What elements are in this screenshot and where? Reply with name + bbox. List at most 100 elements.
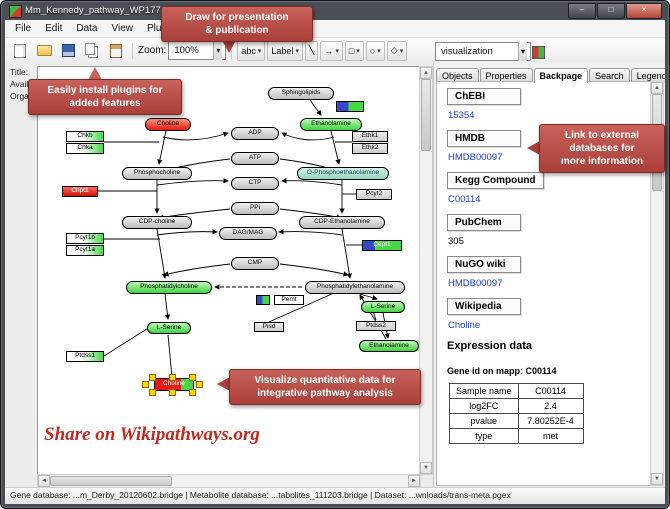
label-tool-button[interactable]: Label▾ xyxy=(267,40,303,61)
tab-search[interactable]: Search xyxy=(589,68,630,83)
menu-edit[interactable]: Edit xyxy=(45,23,63,34)
gene-node[interactable]: Pisd xyxy=(254,322,284,332)
gene-node[interactable]: Ethk2 xyxy=(352,143,388,154)
metabolite-node[interactable]: DAG/MAG xyxy=(219,227,277,240)
gene-node[interactable]: Ptdss1 xyxy=(66,351,104,362)
db-id-link[interactable]: C00114 xyxy=(448,194,481,205)
new-file-button[interactable] xyxy=(9,40,31,61)
title-bar[interactable]: Mm_Kennedy_pathway_WP1771_45176.gp... – … xyxy=(1,1,669,20)
tab-properties[interactable]: Properties xyxy=(479,68,533,83)
metabolite-node[interactable]: ADP xyxy=(231,127,279,140)
gene-node[interactable]: Cept1 xyxy=(362,240,402,251)
selection-handle[interactable] xyxy=(149,374,156,381)
selection-handle[interactable] xyxy=(196,381,203,388)
metabolite-node[interactable]: Choline xyxy=(145,118,191,131)
scroll-down-icon[interactable]: ▼ xyxy=(651,473,663,485)
metabolite-node[interactable]: CDP-choline xyxy=(122,216,192,229)
gene-node[interactable]: Ptdss2 xyxy=(356,321,396,331)
line-tool-button[interactable]: ╲ xyxy=(304,40,319,61)
tab-backpage[interactable]: Backpage xyxy=(533,68,589,83)
scroll-right-icon[interactable]: ► xyxy=(408,475,420,487)
gene-node[interactable]: Pcyt1a xyxy=(66,245,104,256)
open-folder-button[interactable] xyxy=(33,40,55,61)
callout-external-databases: Link to external databases for more info… xyxy=(539,124,665,173)
metabolite-node[interactable]: Ethanolamine xyxy=(359,340,419,352)
metabolite-node[interactable]: CMP xyxy=(231,257,279,270)
metabolite-node[interactable]: CDP-Ethanolamine xyxy=(299,216,385,229)
data-color-chip[interactable] xyxy=(256,295,270,305)
shape-tool-button[interactable]: ◇▾ xyxy=(386,40,408,61)
data-color-chip[interactable] xyxy=(336,101,364,112)
db-source-header: Kegg Compound xyxy=(447,172,544,189)
paste-button[interactable] xyxy=(105,40,127,61)
db-id-link[interactable]: 15354 xyxy=(448,110,475,121)
selection-handle[interactable] xyxy=(169,374,176,381)
scroll-up-icon[interactable]: ▲ xyxy=(651,82,663,94)
selection-handle[interactable] xyxy=(142,381,149,388)
scroll-left-icon[interactable]: ◄ xyxy=(38,475,50,487)
chevron-down-icon: ▾ xyxy=(257,47,262,55)
save-button[interactable] xyxy=(57,40,79,61)
scrollbar-thumb[interactable] xyxy=(421,79,431,151)
canvas-vertical-scrollbar[interactable]: ▲ ▼ xyxy=(419,66,433,475)
gene-node[interactable]: Pcyt2 xyxy=(356,189,392,200)
visualization-settings-button[interactable] xyxy=(527,42,549,63)
metabolite-node[interactable]: L-Serine xyxy=(361,301,405,313)
metabolite-node[interactable]: CTP xyxy=(231,177,279,190)
minimize-button[interactable]: – xyxy=(568,3,596,19)
zoom-select[interactable]: 100% ▾ xyxy=(168,41,227,60)
gene-node[interactable]: Chkb xyxy=(66,131,104,142)
metabolite-node[interactable]: Phosphatidylethanolamine xyxy=(305,281,405,294)
arrow-tool-button[interactable]: →▾ xyxy=(320,40,343,61)
gene-node[interactable]: Chpt1 xyxy=(62,186,98,197)
table-cell: type xyxy=(449,428,519,444)
close-button[interactable]: × xyxy=(626,3,662,19)
status-bar: Gene database: ...m_Derby_20120602.bridg… xyxy=(5,487,665,504)
gene-node[interactable]: Pemt xyxy=(274,295,304,305)
metabolite-node[interactable]: Sphingolipids xyxy=(268,87,334,100)
canvas-horizontal-scrollbar[interactable]: ◄ ► xyxy=(37,474,421,488)
metabolite-node[interactable]: Ethanolamine xyxy=(300,118,362,131)
oval-tool-button[interactable]: ○▾ xyxy=(365,40,385,61)
selection-handle[interactable] xyxy=(189,389,196,396)
menu-file[interactable]: File xyxy=(15,23,32,34)
text-label-tool-button[interactable]: abc▾ xyxy=(237,40,266,61)
menu-data[interactable]: Data xyxy=(76,23,98,34)
visualization-select[interactable]: visualization ▾ xyxy=(435,42,531,61)
scrollbar-thumb[interactable] xyxy=(50,476,172,486)
gene-node[interactable]: Ethk1 xyxy=(352,131,388,142)
menu-view[interactable]: View xyxy=(111,23,133,34)
metabolite-node[interactable]: Phosphatidylcholine xyxy=(126,281,212,294)
info-organism-label: Organ... xyxy=(10,91,41,101)
metabolite-node[interactable]: L-Serine xyxy=(147,322,191,334)
maximize-button[interactable]: □ xyxy=(597,3,625,19)
gene-node[interactable]: Pcyt1b xyxy=(66,233,104,244)
gene-id-label: Gene id on mapp: C00114 xyxy=(447,366,557,376)
db-id-link[interactable]: HMDB00097 xyxy=(448,152,503,163)
scroll-up-icon[interactable]: ▲ xyxy=(420,67,432,79)
table-cell: log2FC xyxy=(449,398,519,414)
gene-node[interactable]: Chka xyxy=(66,143,104,154)
table-cell: C00114 xyxy=(517,383,584,399)
metabolite-node[interactable]: Phosphocholine xyxy=(122,167,192,180)
db-id-link[interactable]: HMDB00097 xyxy=(448,278,503,289)
metabolite-node[interactable]: O-Phosphoethanolamine xyxy=(297,167,389,180)
copy-button[interactable] xyxy=(81,40,103,61)
metabolite-node[interactable]: PPi xyxy=(231,202,279,215)
tab-legend[interactable]: Legend xyxy=(630,68,665,83)
selection-handle[interactable] xyxy=(169,389,176,396)
rect-tool-button[interactable]: □▾ xyxy=(344,40,364,61)
chevron-down-icon: ▾ xyxy=(377,47,381,55)
tab-objects[interactable]: Objects xyxy=(436,68,479,83)
scroll-down-icon[interactable]: ▼ xyxy=(420,462,432,474)
selection-handle[interactable] xyxy=(149,389,156,396)
db-id-link[interactable]: Choline xyxy=(448,320,481,331)
selection-handle[interactable] xyxy=(189,374,196,381)
metabolite-node[interactable]: ATP xyxy=(231,152,279,165)
